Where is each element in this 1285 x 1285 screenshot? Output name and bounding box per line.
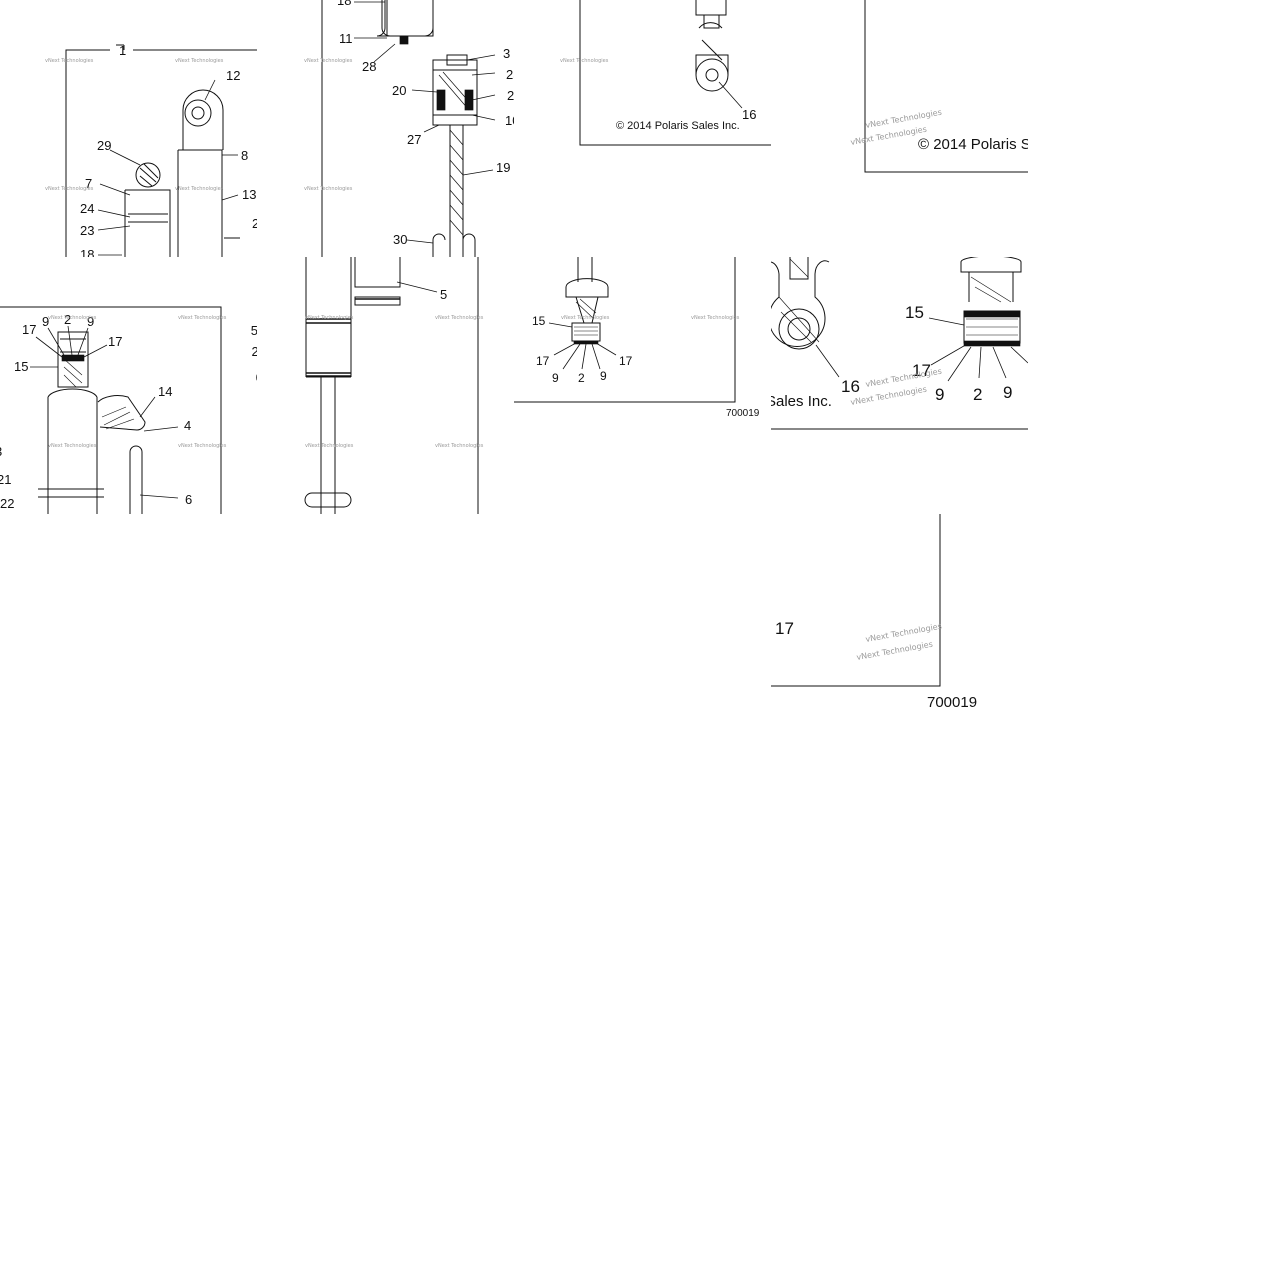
watermark: vNext Technologies <box>850 385 928 407</box>
callout: 15 <box>905 303 924 322</box>
diagram-tile-shaft-bumper: 5 vNext Technologies vNext Technologies … <box>257 257 514 514</box>
callout: 7 <box>85 176 92 191</box>
callout: 29 <box>97 138 111 153</box>
callout: 14 <box>158 384 172 399</box>
callout: 30 <box>393 232 407 247</box>
callout: 17 <box>619 354 633 368</box>
watermark: vNext Technologies <box>304 58 353 64</box>
watermark: vNext Technologies <box>305 443 354 449</box>
diagram-tile-shock-reservoir: 17 9 2 9 17 15 5 26 0 14 4 3 21 6 22 vNe… <box>0 257 257 514</box>
bearing-detail-drawing: 15 17 9 2 9 17 700019 vNext Technologies… <box>514 257 760 419</box>
diagram-tile-right-border: © 2014 Polaris S vNext Technologies vNex… <box>771 0 1028 257</box>
callout: 9 <box>935 385 944 404</box>
callout: 18 <box>80 247 94 257</box>
right-border-drawing: © 2014 Polaris S vNext Technologies vNex… <box>850 0 1028 173</box>
watermark: vNext Technologies <box>850 125 928 147</box>
callout: 17 <box>775 619 794 638</box>
callout: 17 <box>22 322 36 337</box>
callout: 2 <box>252 216 257 231</box>
callout: 11 <box>339 31 353 46</box>
callout: 2 <box>507 88 514 103</box>
callout: 16 <box>742 107 756 122</box>
callout: 16 <box>841 377 860 396</box>
watermark: vNext Technologies <box>175 186 224 192</box>
callout: 19 <box>496 160 510 175</box>
callout: 13 <box>242 187 256 202</box>
piston-rod-drawing: 18 11 28 3 25 20 2 10 27 19 30 vNext Tec… <box>304 0 514 257</box>
callout: 15 <box>532 314 546 328</box>
watermark: vNext Technologies <box>304 186 353 192</box>
watermark: vNext Technologies <box>435 315 484 321</box>
watermark: vNext Technologies <box>691 315 740 321</box>
diagram-id: 700019 <box>927 694 977 711</box>
watermark: vNext Technologies <box>435 443 484 449</box>
callout: 17 <box>108 334 122 349</box>
callout: 17 <box>912 361 931 380</box>
callout: 2 <box>64 312 71 327</box>
callout: 5 <box>251 323 257 338</box>
callout: 0 <box>256 370 257 385</box>
shaft-bumper-drawing: 5 vNext Technologies vNext Technologies … <box>304 257 484 514</box>
callout: 27 <box>407 132 421 147</box>
callout: 15 <box>14 359 28 374</box>
bottom-corner-drawing: 17 700019 vNext Technologies vNext Techn… <box>771 514 977 711</box>
diagram-tile-shock-assembly: 1 12 29 8 7 13 24 2 23 18 vNext Technolo… <box>0 0 257 257</box>
diagram-tile-bearing-large: 15 17 9 2 9 16 Sales Inc. vNext Technolo… <box>771 257 1028 514</box>
diagram-id: 700019 <box>726 408 760 419</box>
callout: 10 <box>505 113 514 128</box>
callout: 9 <box>600 369 607 383</box>
watermark: vNext Technologies <box>45 58 94 64</box>
watermark: vNext Technologies <box>178 315 227 321</box>
callout: 4 <box>184 418 191 433</box>
callout: 21 <box>0 472 11 487</box>
callout: 25 <box>506 67 514 82</box>
callout: 6 <box>185 492 192 507</box>
shock-assembly-drawing: 1 12 29 8 7 13 24 2 23 18 vNext Technolo… <box>45 43 257 257</box>
diagram-tile-bottom-corner: 17 700019 vNext Technologies vNext Techn… <box>771 514 1028 771</box>
callout: 12 <box>226 68 240 83</box>
watermark: vNext Technologies <box>48 443 97 449</box>
callout: 28 <box>362 59 376 74</box>
watermark: vNext Technologies <box>865 108 943 130</box>
callout: 23 <box>80 223 94 238</box>
diagram-tile-clevis-end: 16 © 2014 Polaris Sales Inc. vNext Techn… <box>514 0 771 257</box>
callout: 3 <box>0 444 2 459</box>
callout: 2 <box>578 371 585 385</box>
callout: 9 <box>552 371 559 385</box>
bearing-large-drawing: 15 17 9 2 9 16 Sales Inc. vNext Technolo… <box>771 257 1028 430</box>
copyright-text: Sales Inc. <box>771 393 832 410</box>
watermark: vNext Technologies <box>561 315 610 321</box>
watermark: vNext Technologies <box>305 315 354 321</box>
callout: 9 <box>87 314 94 329</box>
callout: 5 <box>440 287 447 302</box>
callout: 17 <box>536 354 550 368</box>
callout: 26 <box>252 344 257 359</box>
watermark: vNext Technologies <box>560 58 609 64</box>
callout: 1 <box>119 43 126 58</box>
copyright-text: © 2014 Polaris S <box>918 136 1028 153</box>
watermark: vNext Technologies <box>45 186 94 192</box>
copyright-text: © 2014 Polaris Sales Inc. <box>616 120 740 132</box>
callout: 20 <box>392 83 406 98</box>
callout: 24 <box>80 201 94 216</box>
callout: 3 <box>503 46 510 61</box>
watermark: vNext Technologies <box>48 315 97 321</box>
diagram-tile-piston-rod: 18 11 28 3 25 20 2 10 27 19 30 vNext Tec… <box>257 0 514 257</box>
callout: 18 <box>337 0 351 8</box>
shock-reservoir-drawing: 17 9 2 9 17 15 5 26 0 14 4 3 21 6 22 vNe… <box>0 306 257 514</box>
callout: 9 <box>1003 383 1012 402</box>
callout: 8 <box>241 148 248 163</box>
callout: 9 <box>42 314 49 329</box>
watermark: vNext Technologies <box>175 58 224 64</box>
watermark: vNext Technologies <box>178 443 227 449</box>
callout: 2 <box>973 385 982 404</box>
diagram-tile-bearing-detail: 15 17 9 2 9 17 700019 vNext Technologies… <box>514 257 771 514</box>
callout: 22 <box>0 496 14 511</box>
clevis-end-drawing: 16 © 2014 Polaris Sales Inc. vNext Techn… <box>560 0 771 146</box>
